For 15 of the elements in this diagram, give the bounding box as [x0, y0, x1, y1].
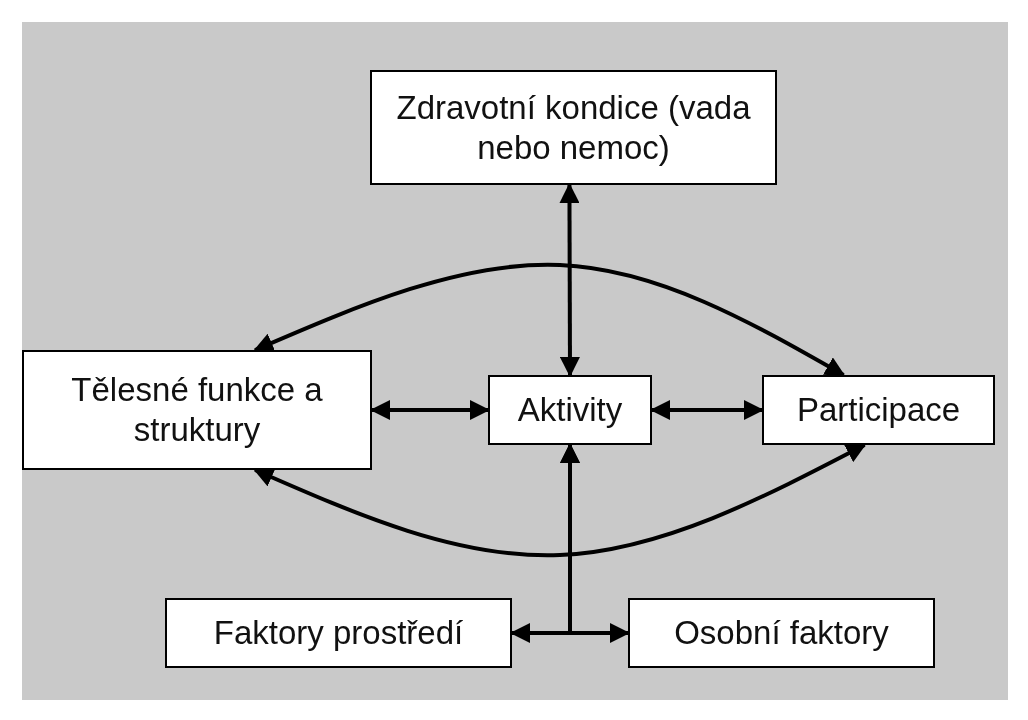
box-label: Osobní faktory: [674, 613, 889, 653]
arrow: [253, 443, 867, 558]
concept-box: [628, 598, 935, 668]
box-label: Aktivity: [517, 390, 623, 430]
concept-box: [165, 598, 512, 668]
concept-box: [488, 375, 652, 445]
arrow: [253, 262, 846, 377]
box-label: Faktory prostředí: [213, 613, 464, 653]
box-label: Tělesné funkce a struktury: [70, 370, 324, 450]
concept-box: [762, 375, 995, 445]
box-label: Zdravotní kondice (vada nebo nemoc): [395, 87, 752, 168]
box-label: Participace: [796, 390, 961, 430]
concept-box: [370, 70, 777, 185]
arrow: [559, 183, 580, 377]
concept-box: [22, 350, 372, 470]
